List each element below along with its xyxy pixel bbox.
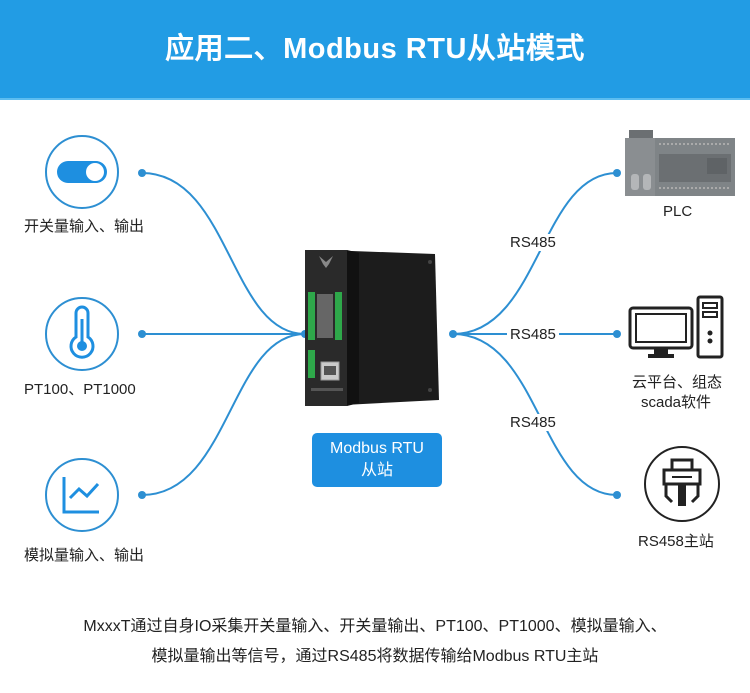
link-label-2: RS485 [507,326,559,343]
toggle-switch-icon [57,161,107,183]
modbus-rtu-slave-badge: Modbus RTU 从站 [312,433,442,487]
right-node-2-label: 云平台、组态 scada软件 [632,373,723,413]
left-node-1-label: 开关量输入、输出 [24,218,145,235]
header-banner: 应用二、Modbus RTU从站模式 [0,0,750,100]
left-node-3 [45,458,119,532]
badge-line1: Modbus RTU [330,440,424,457]
wire-dot [138,330,146,338]
page-title: 应用二、Modbus RTU从站模式 [165,33,585,65]
left-node-2 [45,297,119,371]
serial-connector-icon [662,458,702,506]
wire-left-1 [141,172,306,335]
link-label-3: RS485 [507,414,559,431]
line-chart-icon [62,477,100,514]
left-node-3-label: 模拟量输入、输出 [24,547,145,564]
wire-dot [138,169,146,177]
right-node-1-label: PLC [663,203,693,220]
thermometer-icon [69,305,95,359]
io-module-device [305,250,439,406]
wire-dot [138,491,146,499]
plc-icon [625,130,735,196]
link-label-1: RS485 [507,234,559,251]
wire-dot [613,330,621,338]
left-node-2-label: PT100、PT1000 [24,381,136,398]
right-node-2-label-line2: scada软件 [640,394,712,411]
wire-dot [613,169,621,177]
right-node-2-label-line1: 云平台、组态 [632,374,723,391]
right-node-3 [644,446,720,522]
description: MxxxT通过自身IO采集开关量输入、开关量输出、PT100、PT1000、模拟… [0,612,750,672]
badge-line2: 从站 [360,462,393,479]
wire-right-1 [452,172,618,335]
right-node-3-label: RS458主站 [638,533,714,550]
computer-icon [628,295,724,359]
wire-left-3 [141,333,306,496]
wire-dot [449,330,457,338]
description-line2: 模拟量输出等信号，通过RS485将数据传输给Modbus RTU主站 [151,648,599,665]
left-node-1 [45,135,119,209]
description-line1: MxxxT通过自身IO采集开关量输入、开关量输出、PT100、PT1000、模拟… [83,618,667,635]
wire-dot [613,491,621,499]
